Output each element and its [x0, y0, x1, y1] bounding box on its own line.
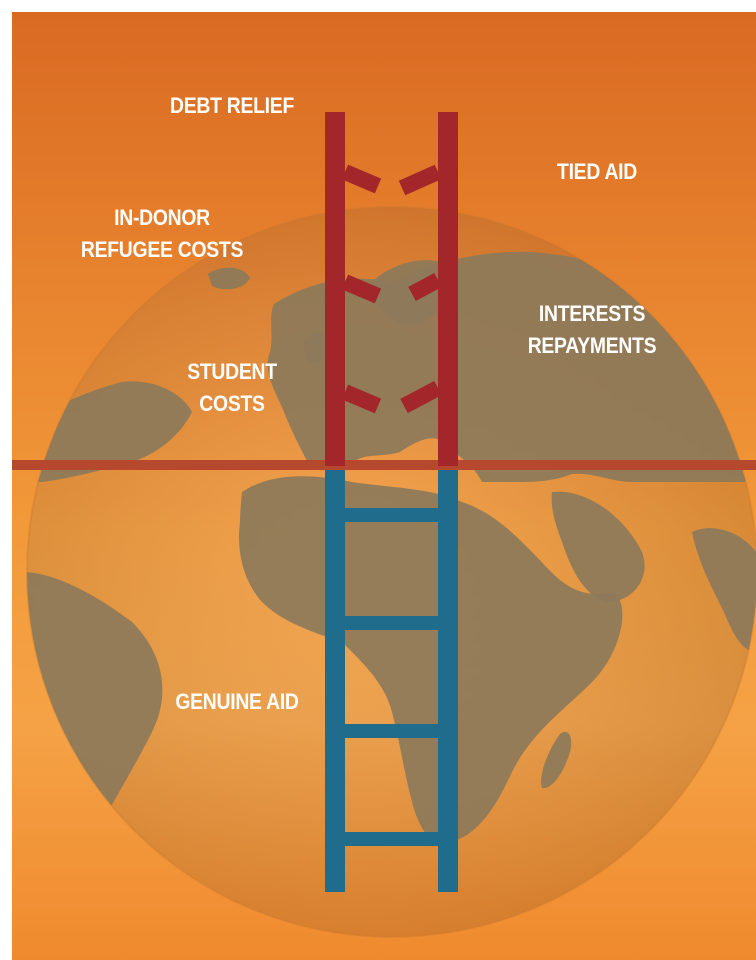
- label-interests-line-1: INTERESTS: [538, 301, 646, 326]
- lower-ladder-rung-3: [345, 724, 438, 738]
- lower-ladder-right-rail: [438, 470, 458, 892]
- infographic-canvas: DEBT RELIEF TIED AID IN-DONOR REFUGEE CO…: [12, 12, 756, 960]
- globe-ladder-illustration: [12, 112, 756, 938]
- label-tied-aid-text: TIED AID: [557, 159, 637, 184]
- label-debt-relief: DEBT RELIEF: [153, 90, 311, 122]
- iceland-land: [208, 267, 250, 290]
- madagascar-land: [541, 732, 572, 789]
- label-in-donor-line-2: REFUGEE COSTS: [80, 237, 244, 262]
- label-student-line-2: COSTS: [199, 391, 265, 416]
- india-land: [692, 528, 756, 652]
- broken-rung-1-left: [341, 164, 382, 194]
- label-genuine-aid-text: GENUINE AID: [175, 689, 299, 714]
- broken-rung-1-right: [398, 164, 442, 196]
- label-interests-line-2: REPAYMENTS: [527, 333, 657, 358]
- horizon-line: [12, 460, 756, 470]
- label-tied-aid: TIED AID: [540, 156, 654, 188]
- lower-ladder-left-rail: [325, 470, 345, 892]
- lower-ladder-rung-1: [345, 508, 438, 522]
- label-student-line-1: STUDENT: [187, 359, 277, 384]
- label-student-costs: STUDENT COSTS: [170, 356, 293, 420]
- upper-ladder-right-rail: [438, 112, 458, 466]
- broken-rung-3-right: [400, 380, 442, 414]
- label-interests-repayments: INTERESTS REPAYMENTS: [513, 298, 671, 362]
- label-in-donor-refugee-costs: IN-DONOR REFUGEE COSTS: [74, 202, 250, 266]
- lower-ladder-rung-2: [345, 616, 438, 630]
- label-debt-relief-text: DEBT RELIEF: [169, 93, 295, 118]
- broken-rung-2-right: [408, 272, 442, 302]
- broken-rung-2-left: [341, 274, 382, 304]
- broken-rungs: [341, 164, 442, 414]
- broken-rung-3-left: [341, 384, 382, 414]
- label-genuine-aid: GENUINE AID: [162, 686, 312, 718]
- label-in-donor-line-1: IN-DONOR: [114, 205, 210, 230]
- arabia-land: [551, 491, 645, 602]
- uk-land: [304, 333, 330, 364]
- lower-ladder-rung-4: [345, 832, 438, 846]
- upper-ladder-left-rail: [325, 112, 345, 466]
